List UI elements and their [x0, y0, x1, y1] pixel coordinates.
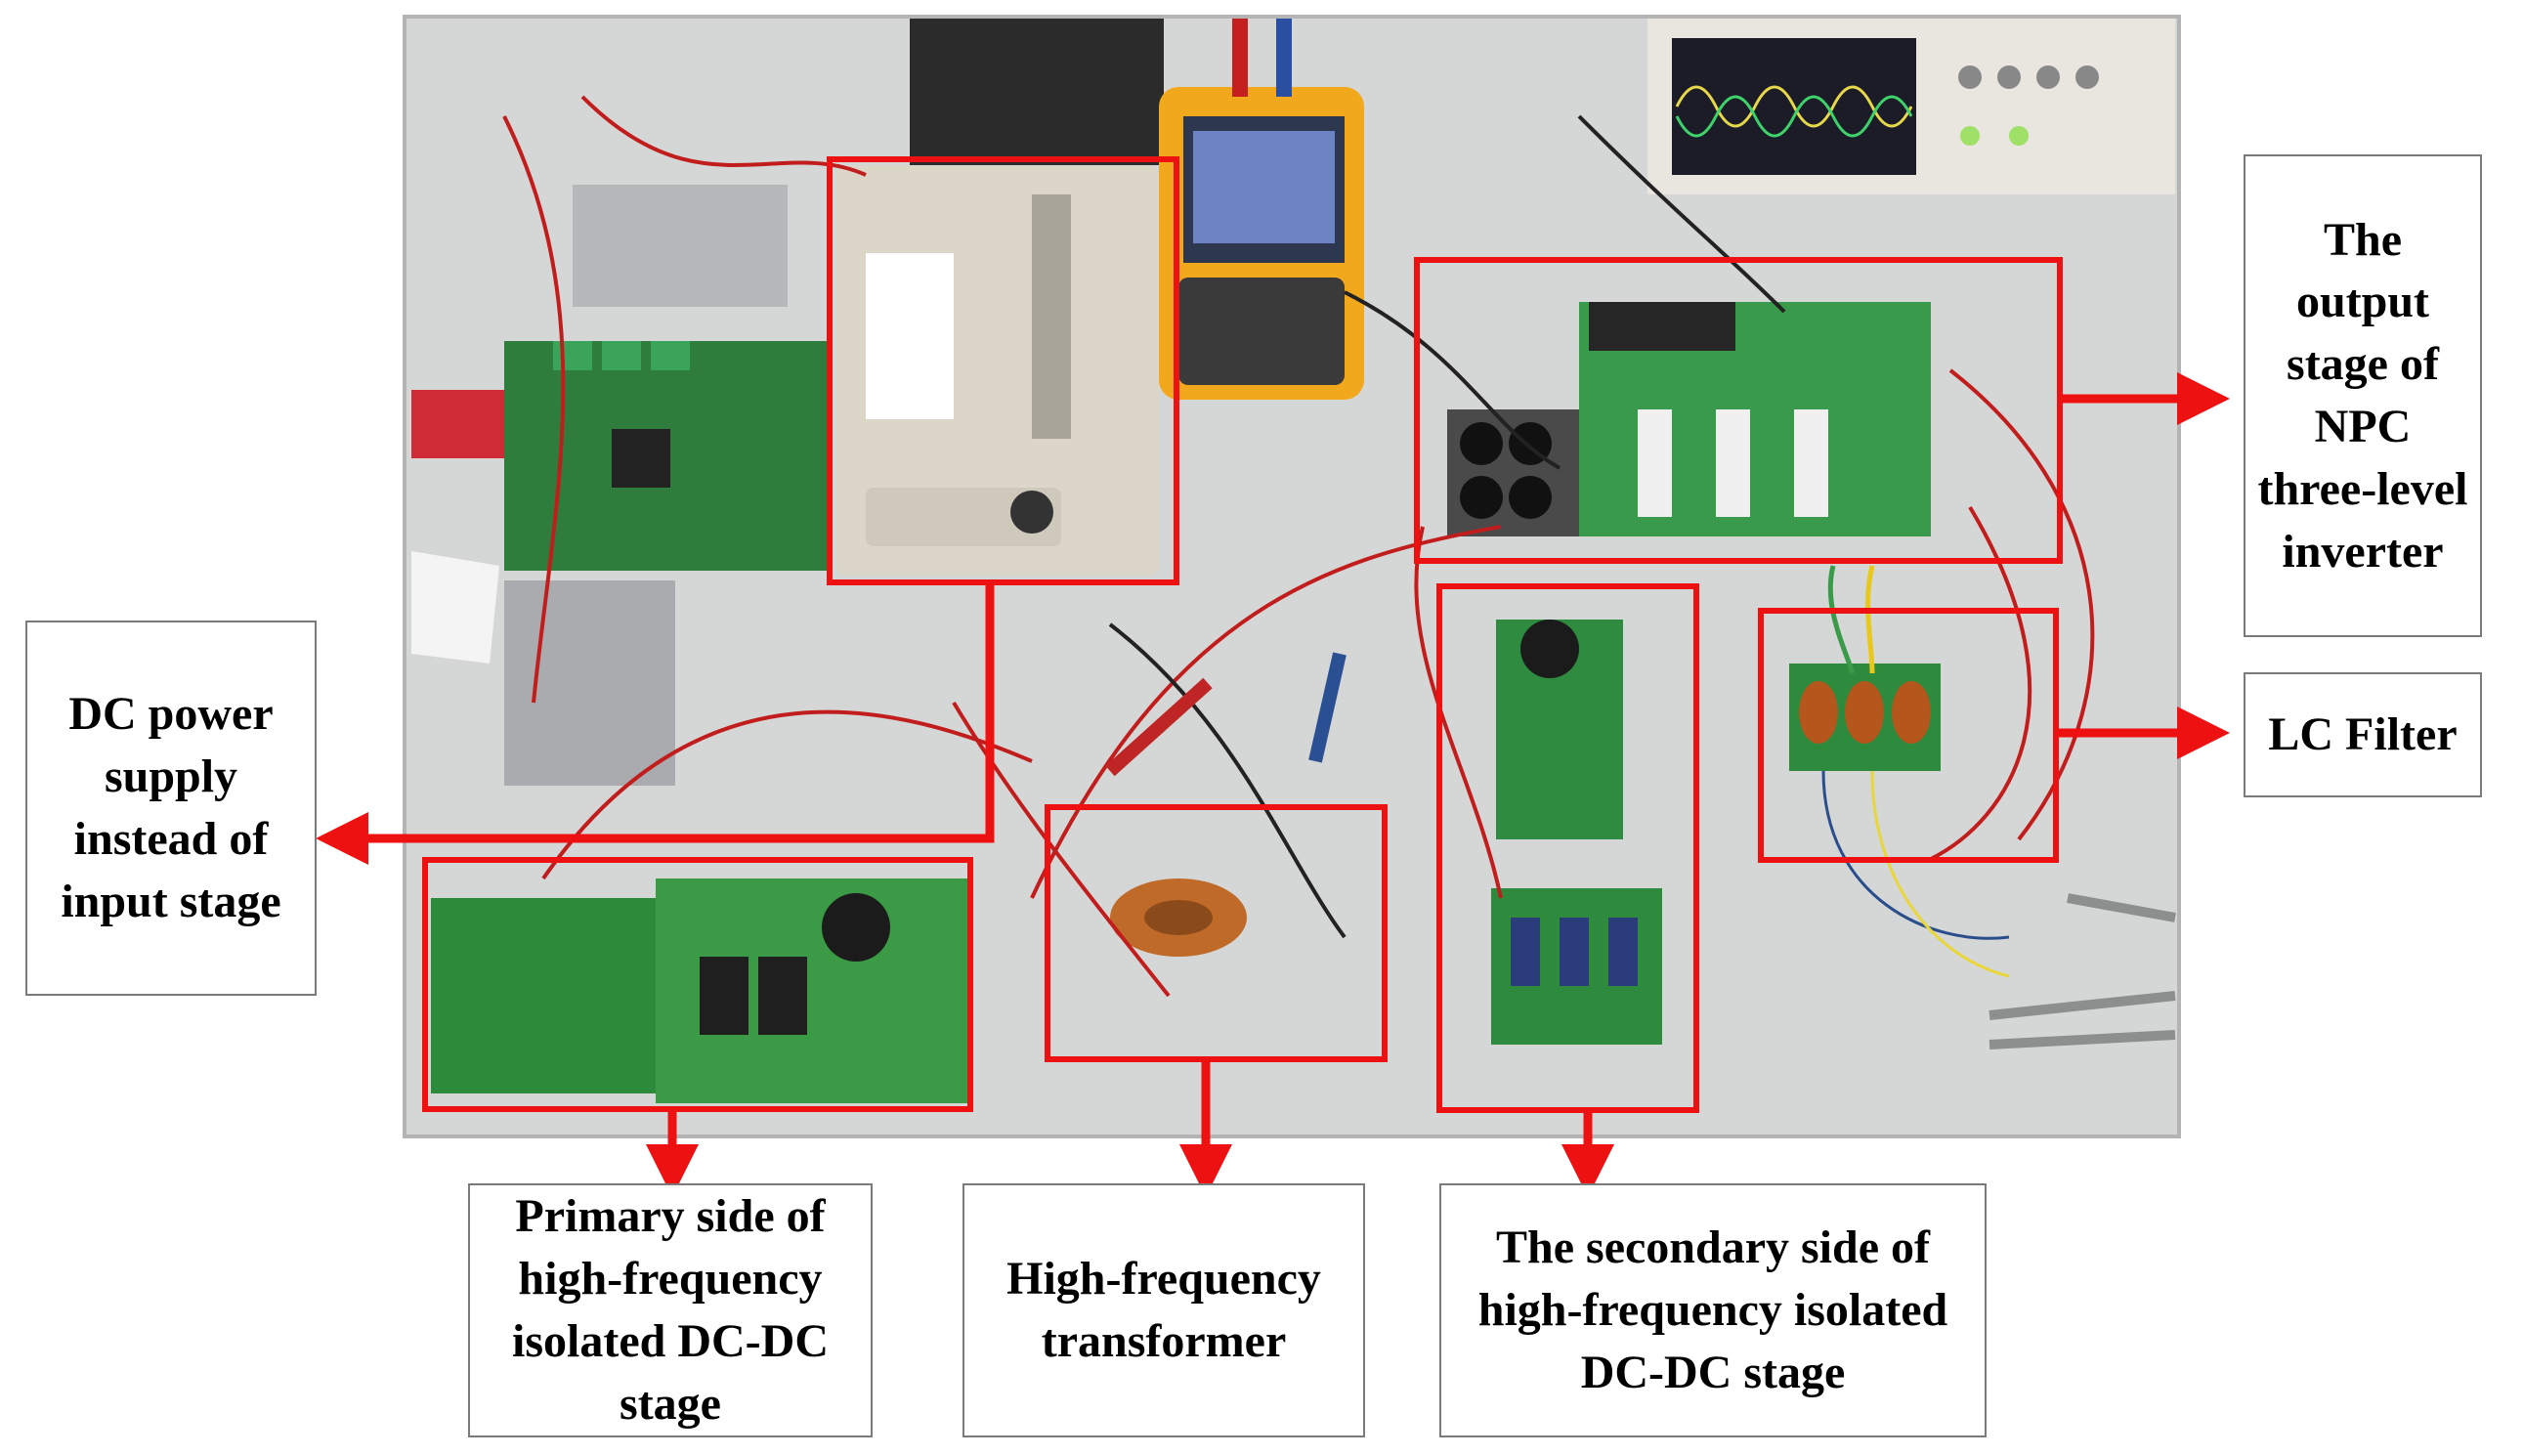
- bench-power-supply: [836, 165, 1159, 576]
- lab-setup-photo: [403, 15, 2181, 1138]
- probes: [1988, 893, 2176, 1049]
- paper-sheet: [411, 551, 499, 664]
- aux-psu-top: [573, 185, 788, 307]
- lc-filter-board: [1789, 664, 1941, 771]
- label-primary-side-text: Primary side of high-frequency isolated …: [512, 1190, 829, 1430]
- red-module: [411, 390, 504, 458]
- label-secondary-side: The secondary side of high-frequency iso…: [1439, 1183, 1987, 1437]
- photo-illustration: [406, 19, 2177, 1135]
- label-output-stage-text: The output stage of NPC three-level inve…: [2257, 213, 2468, 578]
- label-primary-side: Primary side of high-frequency isolated …: [468, 1183, 873, 1437]
- label-secondary-side-text: The secondary side of high-frequency iso…: [1477, 1221, 1948, 1398]
- control-board: [504, 341, 827, 571]
- label-lc-filter: LC Filter: [2244, 672, 2482, 797]
- oscilloscope: [1647, 19, 2175, 194]
- inverter-board: [1579, 302, 1931, 536]
- primary-board: [431, 878, 968, 1103]
- capacitor-bank: [1447, 409, 1579, 536]
- aux-psu-mid: [504, 580, 675, 786]
- handheld-scope: [1159, 19, 1364, 400]
- label-dc-power-supply: DC power supply instead of input stage: [25, 621, 317, 996]
- label-output-stage: The output stage of NPC three-level inve…: [2244, 154, 2482, 637]
- label-hf-transformer: High-frequency transformer: [962, 1183, 1365, 1437]
- label-lc-filter-text: LC Filter: [2268, 708, 2458, 761]
- label-dc-power-supply-text: DC power supply instead of input stage: [61, 688, 281, 927]
- label-hf-transformer-text: High-frequency transformer: [1006, 1253, 1321, 1367]
- dark-cabinet: [910, 19, 1164, 165]
